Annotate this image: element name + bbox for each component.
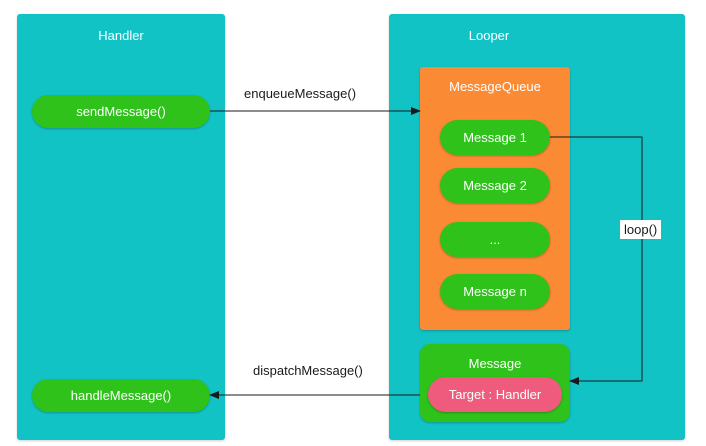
handler-title: Handler xyxy=(98,28,144,43)
enqueue-label: enqueueMessage() xyxy=(244,86,357,101)
dispatched-message-title: Message xyxy=(468,356,522,371)
loop-label: loop() xyxy=(620,220,662,239)
queue-message-item: Message 1 xyxy=(440,120,550,155)
message-queue-title: MessageQueue xyxy=(449,79,541,94)
handler-panel: Handler xyxy=(17,14,225,440)
target-handler-node: Target : Handler xyxy=(428,377,562,412)
queue-message-item: Message 2 xyxy=(440,168,550,203)
send-message-node: sendMessage() xyxy=(32,95,210,128)
queue-message-item: ... xyxy=(440,222,550,257)
dispatch-label: dispatchMessage() xyxy=(253,363,363,378)
handle-message-node: handleMessage() xyxy=(32,379,210,412)
looper-title: Looper xyxy=(468,28,510,43)
queue-message-item: Message n xyxy=(440,274,550,309)
